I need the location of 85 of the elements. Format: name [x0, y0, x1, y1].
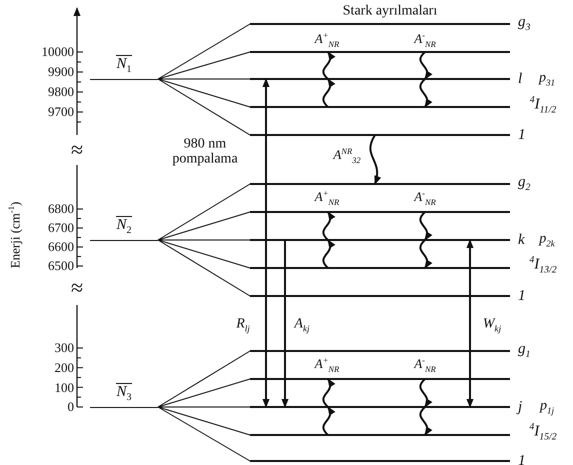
tick-label: 9900: [48, 64, 74, 80]
transition-arrow: [419, 211, 432, 241]
transition-arrow: [322, 406, 335, 436]
splitting-line: [158, 378, 250, 408]
level-label: j: [518, 398, 522, 416]
energy-level-line: [250, 378, 510, 380]
level-label: N$_{1}$: [116, 55, 132, 75]
edge-label: W$_{kj}$: [482, 316, 502, 334]
level-label: g$_{1}$: [518, 341, 530, 361]
transition-arrow: [419, 51, 432, 80]
tick-label: 0: [68, 400, 74, 414]
energy-level-line: [250, 106, 510, 108]
splitting-line: [158, 240, 250, 296]
tick-label: 6700: [48, 220, 74, 236]
axis-break-mark: ≈: [70, 138, 84, 162]
energy-level-line: [250, 183, 510, 185]
text-label: p$_{2k}$: [539, 232, 555, 248]
transition-arrow: [262, 78, 270, 408]
energy-level-line: [250, 211, 510, 213]
level-label: 1: [518, 288, 526, 304]
transition-arrow: [322, 78, 335, 108]
splitting-line: [158, 78, 250, 108]
level-label: g$_{2}$: [518, 174, 530, 194]
tick-label: 300: [54, 340, 74, 356]
transition-arrow: [369, 134, 381, 185]
tick-label: 6600: [48, 240, 74, 254]
energy-level-line: [250, 406, 510, 408]
splitting-line: [158, 406, 250, 462]
energy-level-line: [250, 295, 510, 297]
transition-arrow: [419, 406, 432, 436]
tick-label: 9800: [48, 84, 74, 100]
energy-level-line: [250, 23, 510, 25]
degenerate-level: [90, 216, 158, 241]
tick-label: 200: [54, 360, 74, 376]
energy-level-line: [250, 350, 510, 352]
level-label: N$_{2}$: [116, 216, 132, 236]
text-label: Stark ayrılmaları: [342, 3, 438, 19]
splitting-line: [158, 212, 250, 240]
splitting-line: [158, 52, 250, 80]
splitting-line: [158, 78, 250, 136]
text-label: $^{4}$I$_{13/2}$: [529, 256, 557, 276]
tick-label: 100: [54, 380, 74, 396]
energy-level-line: [250, 239, 510, 241]
degenerate-level: [90, 383, 158, 408]
edge-label: A$_{kj}$: [294, 316, 310, 334]
tick-label: 10000: [42, 44, 74, 60]
transition-arrow: [419, 239, 432, 269]
splitting-line: [158, 350, 250, 408]
text-label: p$_{1j}$: [540, 398, 554, 416]
degenerate-level: [90, 55, 158, 80]
energy-level-line: [250, 134, 510, 136]
level-label: 1: [518, 452, 526, 465]
splitting-line: [158, 184, 250, 240]
transition-arrow: [322, 51, 335, 80]
splitting-line: [158, 406, 250, 408]
level-label: k: [518, 232, 525, 248]
transition-arrow: [281, 240, 289, 408]
text-label: p$_{31}$: [538, 70, 556, 88]
level-label: 1: [518, 126, 526, 144]
text-label: $^{4}$I$_{15/2}$: [529, 422, 557, 444]
level-label: l: [518, 70, 522, 88]
axis-break-mark: ≈: [70, 276, 84, 300]
splitting-line: [158, 406, 250, 436]
level-label: N$_{3}$: [116, 383, 132, 403]
transition-arrow: [466, 239, 474, 408]
splitting-line: [158, 78, 250, 80]
transition-arrow: [322, 239, 335, 269]
text-label: 980 nm pompalama: [171, 136, 239, 168]
energy-level-line: [250, 78, 510, 80]
tick-label: 6800: [48, 202, 74, 216]
splitting-line: [158, 24, 250, 80]
splitting-line: [158, 240, 250, 268]
transition-arrow: [322, 378, 335, 408]
level-label: g$_{3}$: [518, 14, 530, 34]
energy-level-line: [250, 267, 510, 269]
transition-arrow: [419, 378, 432, 408]
tick-label: 9700: [48, 104, 74, 120]
transition-arrow: [419, 78, 432, 108]
energy-level-line: [250, 51, 510, 53]
edge-label: R$_{lj}$: [236, 316, 250, 334]
transition-arrow: [322, 211, 335, 241]
energy-level-line: [250, 434, 510, 436]
tick-label: 6500: [48, 258, 74, 274]
energy-level-line: [250, 460, 510, 462]
text-label: $^{4}$I$_{11/2}$: [530, 96, 556, 116]
